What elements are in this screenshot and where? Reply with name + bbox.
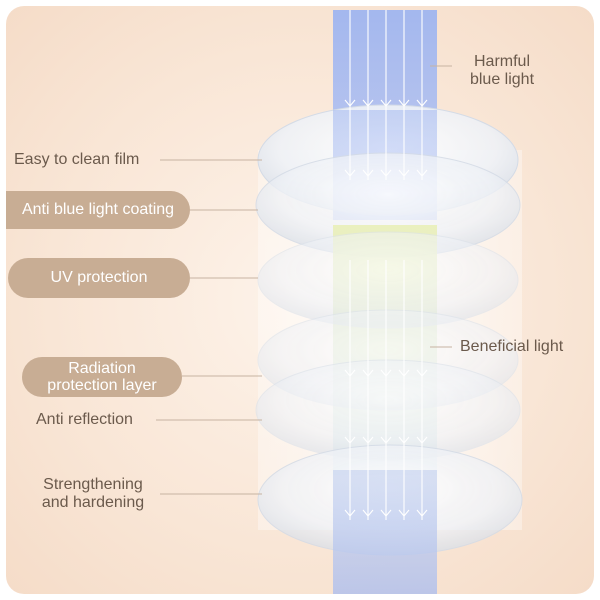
- label-harmful-blue-light: Harmful blue light: [454, 53, 550, 89]
- label-easy-clean-film: Easy to clean film: [14, 151, 140, 168]
- leader-lines: [156, 65, 452, 495]
- label-harmful-line-1: Harmful: [473, 53, 530, 70]
- label-anti-reflection: Anti reflection: [36, 411, 133, 428]
- label-beneficial-light: Beneficial light: [460, 338, 564, 355]
- beneficial-light-arrows: [344, 260, 428, 520]
- label-radiation-protection: Radiation protection layer: [22, 357, 182, 397]
- label-strengthening: Strengthening and hardening: [28, 476, 158, 512]
- harmful-light-arrows: [344, 10, 428, 180]
- label-harmful-line-2: blue light: [469, 71, 535, 88]
- label-strengthening-line-1: Strengthening: [43, 476, 143, 493]
- exit-light-beam: [333, 470, 437, 594]
- label-anti-blue-coating: Anti blue light coating: [6, 191, 190, 229]
- label-strengthening-line-2: and hardening: [41, 494, 145, 511]
- label-uv-protection: UV protection: [8, 258, 190, 298]
